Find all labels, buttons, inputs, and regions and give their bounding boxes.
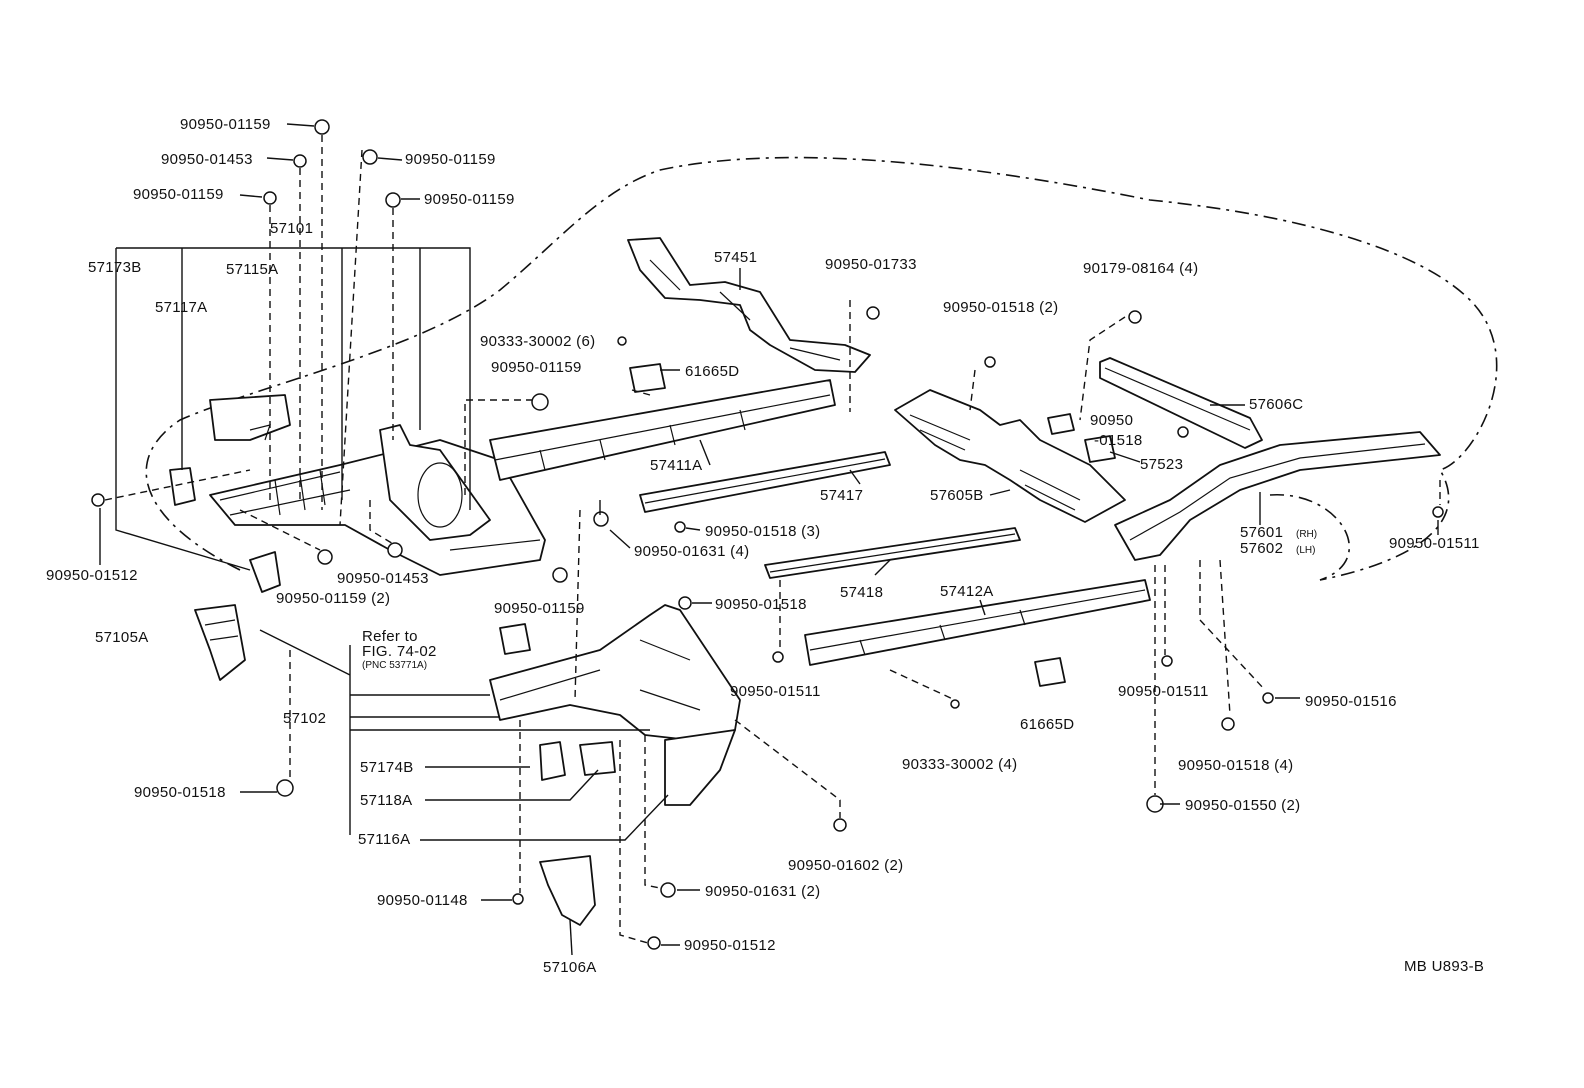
label-57411A: 57411A bbox=[650, 457, 702, 474]
label-90179-08164: 90179-08164 (4) bbox=[1083, 260, 1198, 277]
part-57412A-rail bbox=[804, 579, 1151, 666]
label-90950-01511-b: 90950-01511 bbox=[730, 683, 821, 700]
label-57116A: 57116A bbox=[358, 831, 410, 848]
label-90950-01518-a: 90950-01518 bbox=[715, 596, 807, 613]
label-90950-01602-2: 90950-01602 (2) bbox=[788, 857, 903, 874]
part-57106A-bracket bbox=[539, 855, 596, 926]
label-57418: 57418 bbox=[840, 584, 883, 601]
label-90950-01148: 90950-01148 bbox=[377, 892, 468, 909]
dashed-locator-lines bbox=[104, 135, 1441, 944]
label-90950-01453-b: 90950-01453 bbox=[337, 570, 429, 587]
label-90950-01516: 90950-01516 bbox=[1305, 693, 1397, 710]
label-57602: 57602 bbox=[1240, 540, 1283, 557]
label-90950-01159-a: 90950-01159 bbox=[180, 116, 271, 133]
part-57417-rail bbox=[639, 451, 891, 513]
label-57102: 57102 bbox=[283, 710, 326, 727]
label-57523: 57523 bbox=[1140, 456, 1183, 473]
label-57173B: 57173B bbox=[88, 259, 142, 276]
part-57523-bracket bbox=[1084, 435, 1116, 463]
label-57412A: 57412A bbox=[940, 583, 994, 600]
leader-lines bbox=[99, 123, 1439, 956]
label-57106A: 57106A bbox=[543, 959, 597, 976]
part-refer-fig-74-02-bracket bbox=[499, 623, 531, 655]
label-57417: 57417 bbox=[820, 487, 863, 504]
label-90950-01518-2: 90950-01518 (2) bbox=[943, 299, 1058, 316]
label-90950-01631-2: 90950-01631 (2) bbox=[705, 883, 820, 900]
label-57115A: 57115A bbox=[226, 261, 278, 278]
label-refer-to: Refer to bbox=[362, 628, 418, 645]
part-57411A-rail bbox=[489, 379, 836, 481]
label-57606C: 57606C bbox=[1249, 396, 1303, 413]
label-90950-01518-b: 90950-01518 bbox=[134, 784, 226, 801]
label-90950-01550-2: 90950-01550 (2) bbox=[1185, 797, 1300, 814]
fastener-symbols bbox=[91, 119, 1444, 950]
label-pnc-53771a: (PNC 53771A) bbox=[362, 660, 427, 671]
label-90950-01733: 90950-01733 bbox=[825, 256, 917, 273]
label-diagram-code: MB U893-B bbox=[1404, 958, 1484, 975]
label-57101: 57101 bbox=[270, 220, 313, 237]
label-90950-01159-f: 90950-01159 bbox=[494, 600, 585, 617]
label-57605B: 57605B bbox=[930, 487, 984, 504]
label-57174B: 57174B bbox=[360, 759, 414, 776]
part-57102-front-side-member bbox=[489, 604, 741, 741]
label-90950-01512-a: 90950-01512 bbox=[46, 567, 138, 584]
part-57451-crossmember bbox=[627, 237, 871, 373]
part-small-bracket-left bbox=[249, 551, 281, 593]
label-61665D-b: 61665D bbox=[1020, 716, 1074, 733]
label-90950-01511-a: 90950-01511 bbox=[1389, 535, 1480, 552]
label-57118A: 57118A bbox=[360, 792, 412, 809]
label-01518: -01518 bbox=[1094, 432, 1143, 449]
label-90950-01159-b: 90950-01159 bbox=[133, 186, 224, 203]
label-90333-30002-6: 90333-30002 (6) bbox=[480, 333, 595, 350]
part-number-labels: 90950-01159 90950-01453 90950-01159 9095… bbox=[46, 116, 1484, 976]
label-90950-01159-2: 90950-01159 (2) bbox=[276, 590, 390, 607]
label-lh: (LH) bbox=[1296, 545, 1315, 556]
part-57606C-crossmember bbox=[1099, 357, 1263, 449]
part-61665D-plug-lower bbox=[1034, 657, 1066, 687]
label-90950-01453-a: 90950-01453 bbox=[161, 151, 253, 168]
label-90950-01631-4: 90950-01631 (4) bbox=[634, 543, 749, 560]
label-90950-01512-b: 90950-01512 bbox=[684, 937, 776, 954]
part-57115A-bracket bbox=[209, 394, 291, 441]
label-57601: 57601 bbox=[1240, 524, 1283, 541]
part-61665D-plug-upper bbox=[629, 363, 666, 393]
label-90950-01518-4: 90950-01518 (4) bbox=[1178, 757, 1293, 774]
part-57105A-bracket bbox=[194, 604, 246, 681]
label-57117A: 57117A bbox=[155, 299, 207, 316]
part-57118A-bracket bbox=[579, 741, 616, 776]
part-57605B-floor-pan bbox=[894, 389, 1126, 523]
label-90950-01159-c: 90950-01159 bbox=[405, 151, 496, 168]
label-rh: (RH) bbox=[1296, 529, 1317, 540]
label-61665D-a: 61665D bbox=[685, 363, 739, 380]
label-fig-74-02: FIG. 74-02 bbox=[362, 643, 437, 660]
label-90950-01511-c: 90950-01511 bbox=[1118, 683, 1209, 700]
label-90950: 90950 bbox=[1090, 412, 1133, 429]
part-57601-57602-rear-side-member bbox=[1114, 431, 1441, 561]
label-90333-30002-4: 90333-30002 (4) bbox=[902, 756, 1017, 773]
front-side-member-assembly bbox=[209, 424, 546, 576]
part-57174B-bracket bbox=[539, 741, 566, 781]
label-90950-01518-3: 90950-01518 (3) bbox=[705, 523, 820, 540]
part-90950-01518-clip bbox=[1047, 413, 1075, 435]
label-90950-01159-e: 90950-01159 bbox=[491, 359, 582, 376]
label-90950-01159-d: 90950-01159 bbox=[424, 191, 515, 208]
part-57117A-bracket bbox=[169, 467, 196, 506]
part-57418-rail bbox=[764, 527, 1021, 579]
label-57451: 57451 bbox=[714, 249, 757, 266]
label-57105A: 57105A bbox=[95, 629, 149, 646]
part-57116A-panel bbox=[664, 729, 736, 806]
